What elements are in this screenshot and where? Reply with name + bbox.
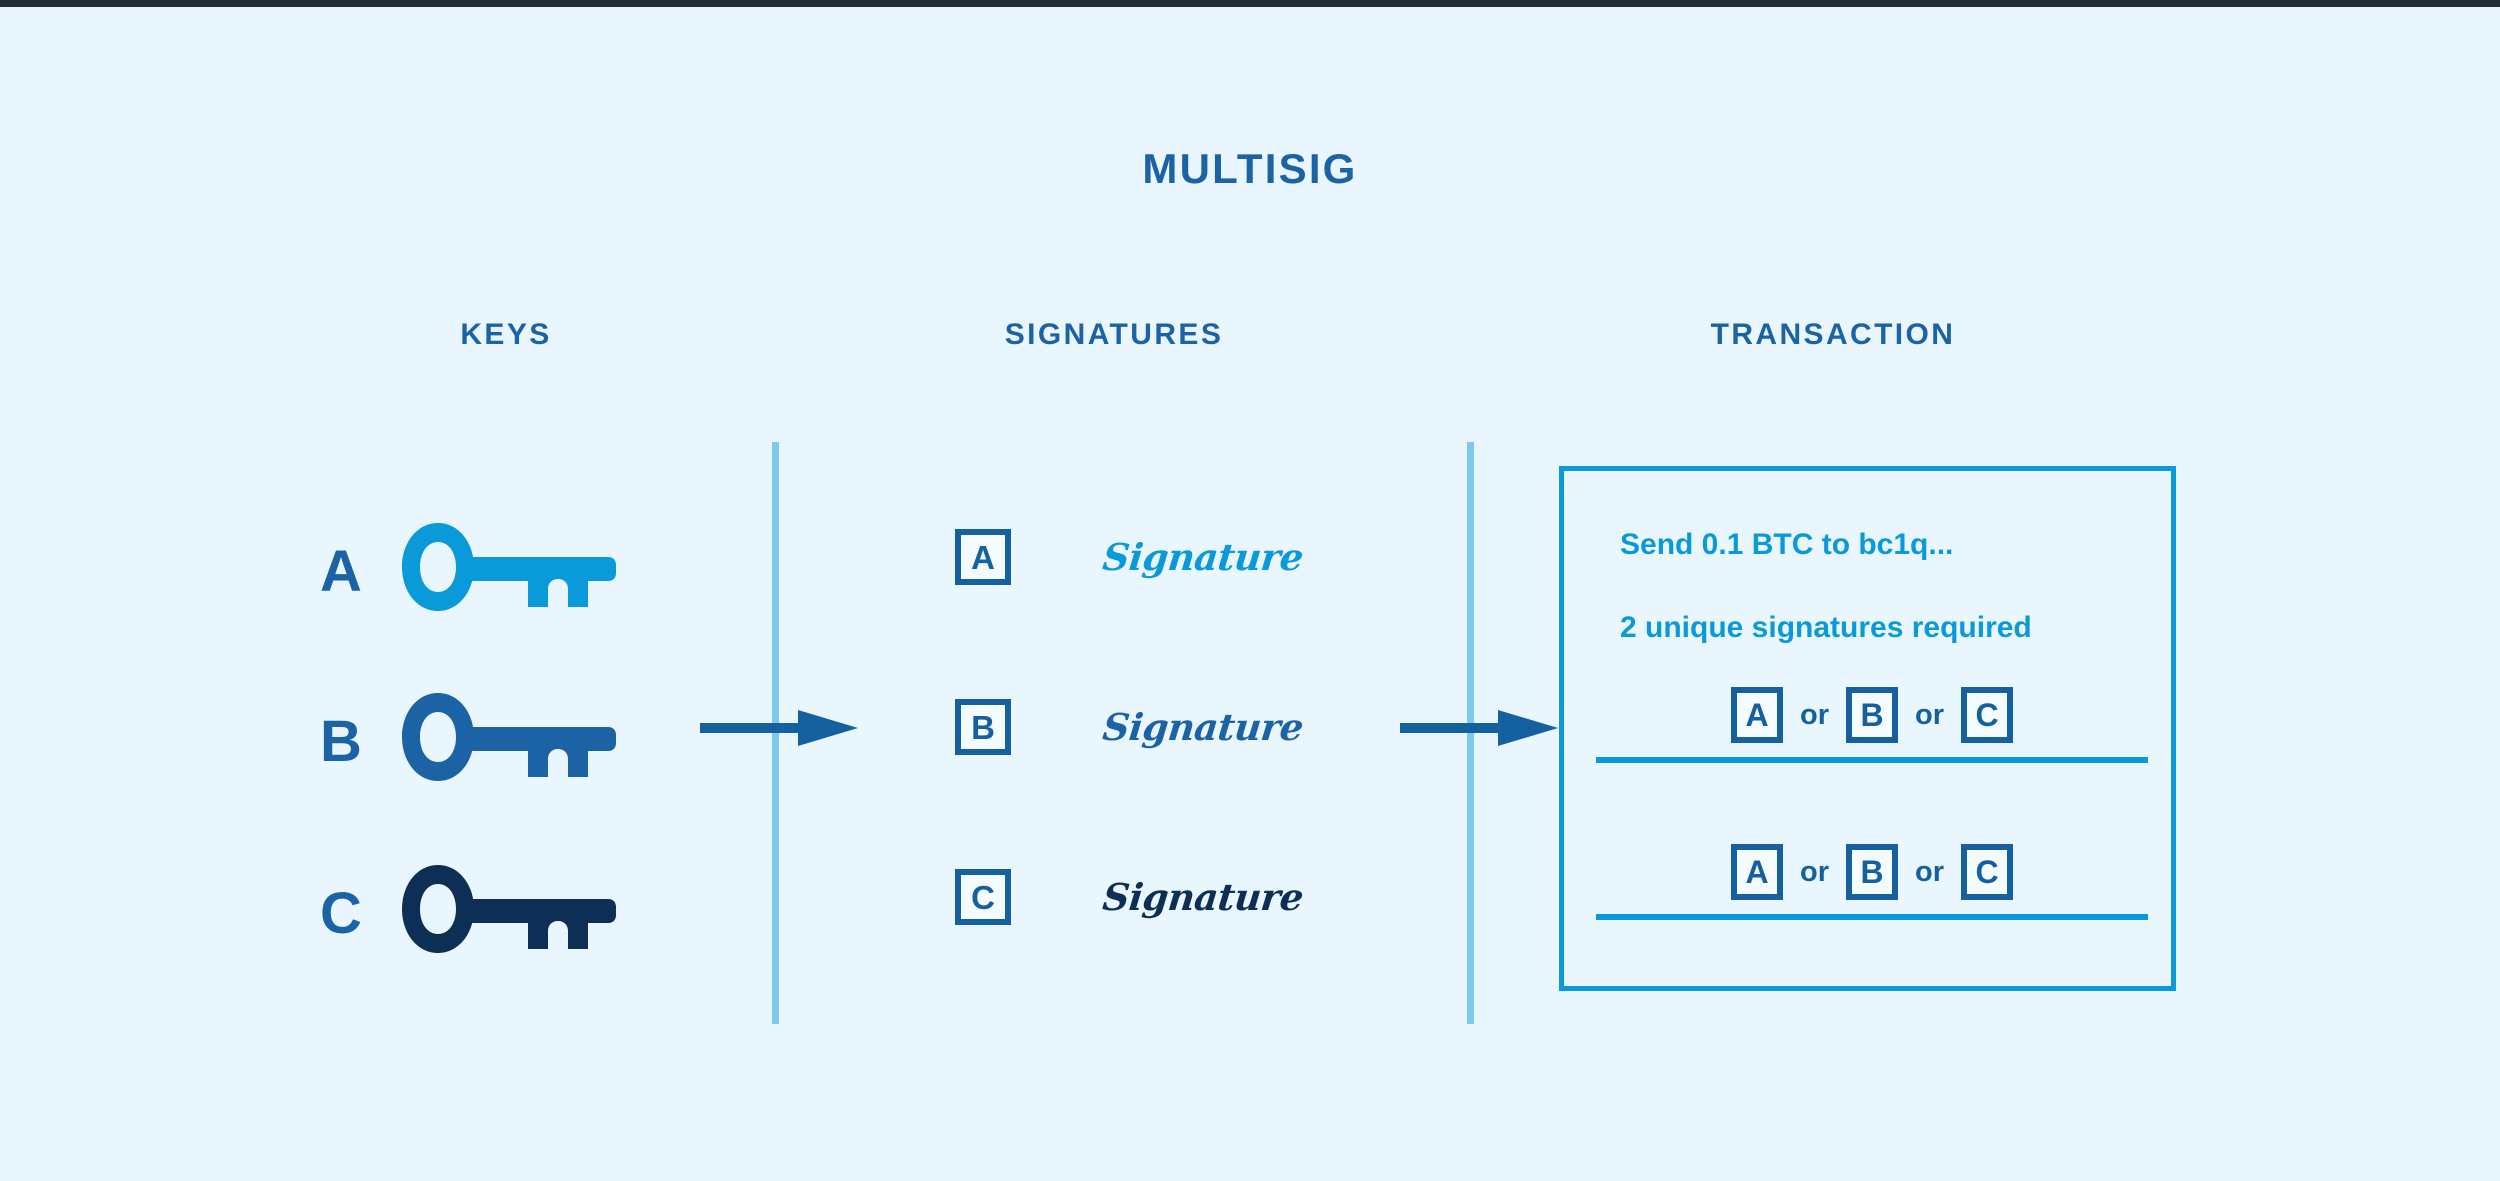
key-label-b: B xyxy=(320,709,362,774)
slot-1-separator-1: or xyxy=(1800,698,1829,731)
window-chrome-bar xyxy=(0,0,2500,7)
signature-script-b: Signature xyxy=(1100,705,1306,749)
key-icon-c xyxy=(392,857,622,972)
signature-box-c: C xyxy=(955,869,1011,925)
arrow-signatures-to-transaction xyxy=(1400,708,1560,748)
key-label-c: C xyxy=(320,881,362,946)
signature-slot-2: A or B or C xyxy=(1596,840,2148,920)
slot-2-separator-1: or xyxy=(1800,855,1829,888)
column-header-signatures: SIGNATURES xyxy=(1004,318,1224,351)
slot-2-choice-a[interactable]: A xyxy=(1731,844,1783,900)
slot-2-choice-b[interactable]: B xyxy=(1846,844,1898,900)
slot-1-separator-2: or xyxy=(1915,698,1944,731)
slot-1-choice-c[interactable]: C xyxy=(1961,687,2013,743)
signature-box-b: B xyxy=(955,699,1011,755)
key-icon-a xyxy=(392,515,622,630)
signature-row-b: B Signature xyxy=(955,682,1415,772)
slot-2-separator-2: or xyxy=(1915,855,1944,888)
transaction-box: Send 0.1 BTC to bc1q... 2 unique signatu… xyxy=(1559,466,2176,991)
signature-box-a: A xyxy=(955,529,1011,585)
signature-slot-2-rule xyxy=(1596,914,2148,920)
page-title: MULTISIG xyxy=(1142,145,1358,192)
key-label-a: A xyxy=(320,539,362,604)
transaction-requirement-line: 2 unique signatures required xyxy=(1620,611,2032,644)
signature-row-a: A Signature xyxy=(955,512,1415,602)
key-icon-b xyxy=(392,685,622,800)
transaction-amount-line: Send 0.1 BTC to bc1q... xyxy=(1620,528,1954,561)
slot-2-choice-c[interactable]: C xyxy=(1961,844,2013,900)
signature-slot-1-rule xyxy=(1596,757,2148,763)
signature-script-c: Signature xyxy=(1100,875,1306,919)
column-header-transaction: TRANSACTION xyxy=(1710,318,1956,351)
key-row-c: C xyxy=(320,849,740,979)
key-row-a: A xyxy=(320,507,740,637)
arrow-keys-to-signatures xyxy=(700,708,860,748)
slot-1-choice-a[interactable]: A xyxy=(1731,687,1783,743)
key-row-b: B xyxy=(320,677,740,807)
signature-slot-2-choices: A or B or C xyxy=(1596,840,2148,904)
signature-row-c: C Signature xyxy=(955,852,1415,942)
signature-slot-1: A or B or C xyxy=(1596,683,2148,763)
signature-slot-1-choices: A or B or C xyxy=(1596,683,2148,747)
signature-script-a: Signature xyxy=(1100,535,1306,579)
slot-1-choice-b[interactable]: B xyxy=(1846,687,1898,743)
column-header-keys: KEYS xyxy=(460,318,552,351)
